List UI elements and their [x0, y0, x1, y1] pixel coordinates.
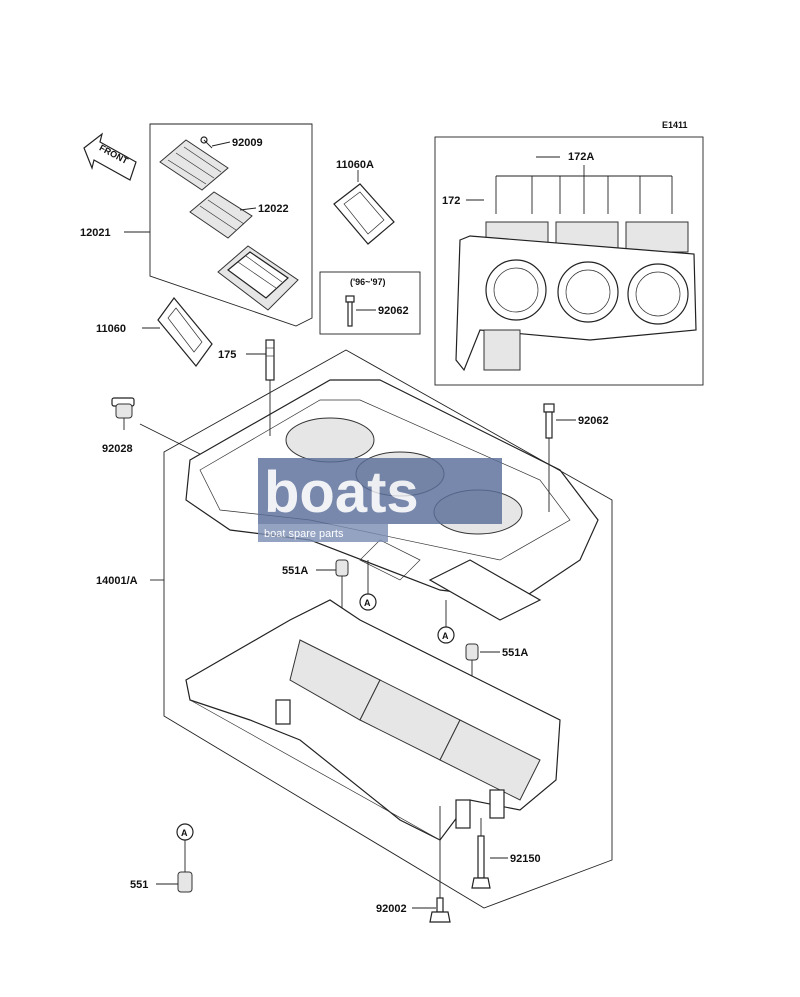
label-14001a: 14001/A — [96, 575, 138, 587]
label-92062-b: 92062 — [578, 415, 609, 427]
watermark-brand: boats — [264, 460, 419, 525]
label-175: 175 — [218, 349, 236, 361]
label-92009: 92009 — [232, 137, 263, 149]
label-11060a: 11060A — [336, 159, 374, 171]
ref-marker-2-label: A — [442, 631, 449, 641]
plug-92028-part — [111, 397, 135, 430]
bolt-92062-variant-box: ('96~'97) 92062 — [319, 271, 421, 335]
label-12021: 12021 — [80, 227, 111, 239]
label-551: 551 — [130, 879, 148, 891]
label-92062-note: ('96~'97) — [350, 277, 386, 287]
bolt-92002-part — [429, 806, 451, 923]
label-92062-a: 92062 — [378, 305, 409, 317]
bolt-92062-part — [543, 403, 555, 512]
label-92028: 92028 — [102, 443, 133, 455]
ref-marker-2: A — [437, 600, 455, 644]
reed-stopper-part — [189, 191, 253, 239]
watermark: boats boat spare parts — [258, 458, 502, 542]
gasket-11060a-part — [333, 183, 395, 245]
dowel-551-part: A — [176, 823, 194, 893]
ref-marker-1: A — [359, 560, 377, 611]
reed-block-part — [217, 245, 299, 311]
watermark-bg — [258, 458, 502, 524]
label-551a-a: 551A — [282, 565, 308, 577]
ref-marker-3-label: A — [181, 828, 188, 838]
label-172: 172 — [442, 195, 460, 207]
figure-code: E1411 — [662, 120, 688, 130]
gasket-11060-part — [157, 297, 213, 367]
label-12022: 12022 — [258, 203, 289, 215]
lower-crankcase-part — [185, 599, 561, 841]
label-92002: 92002 — [376, 903, 407, 915]
reed-valve-group: 92009 12022 — [149, 123, 313, 327]
front-arrow-icon: FRONT — [83, 132, 137, 181]
label-172a: 172A — [568, 151, 594, 163]
label-92150: 92150 — [510, 853, 541, 865]
cylinder-detail-box: 172A 172 — [434, 136, 704, 386]
ref-marker-1-label: A — [364, 598, 371, 608]
watermark-tagline: boat spare parts — [264, 528, 344, 540]
bolt-92150-part — [471, 818, 491, 889]
stud-175-part — [265, 339, 275, 436]
label-551a-b: 551A — [502, 647, 528, 659]
reed-petal-part — [159, 136, 229, 191]
label-11060: 11060 — [96, 323, 126, 335]
